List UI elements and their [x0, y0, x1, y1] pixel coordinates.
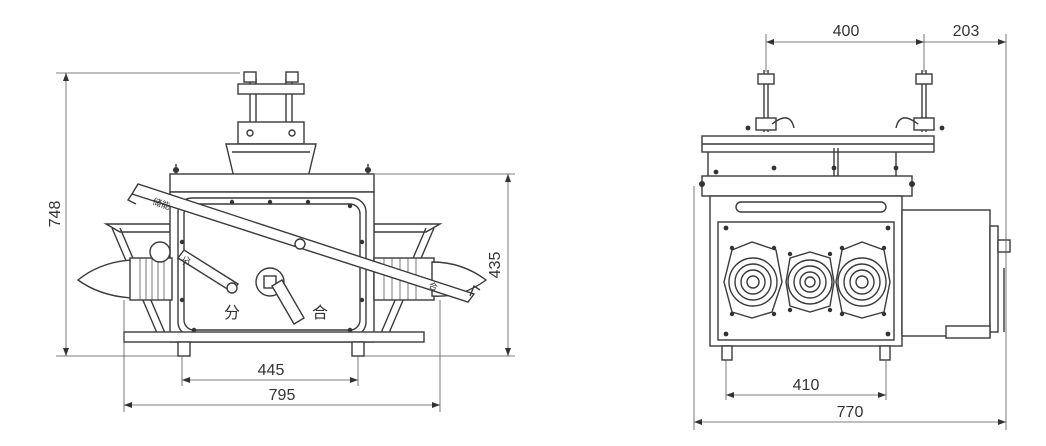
- side-foot-right: [879, 345, 891, 361]
- close-label: 合: [312, 303, 328, 322]
- left-insulator: [76, 241, 173, 301]
- energy-storage-lever: 储能 合: [126, 183, 481, 303]
- foot-right: [351, 341, 365, 357]
- dim-overall-width-side: 770: [693, 150, 1007, 430]
- side-view: 400 203: [693, 23, 1011, 430]
- dim-label-748: 748: [47, 201, 64, 228]
- dim-overall-width-front: 795: [123, 300, 441, 412]
- small-open-label: 分: [182, 256, 191, 267]
- dim-label-203: 203: [953, 23, 980, 40]
- dim-label-400: 400: [833, 23, 860, 40]
- open-label: 分: [224, 303, 240, 322]
- mechanism-box: [901, 209, 1011, 339]
- dim-mount-width: 445: [181, 356, 359, 386]
- dim-mount-spacing: 400: [765, 23, 925, 72]
- dim-label-770: 770: [837, 404, 864, 421]
- dim-height-total: 748: [47, 72, 240, 357]
- open-arm: 分: [176, 249, 240, 294]
- dim-label-410: 410: [793, 377, 820, 394]
- main-crank: [255, 267, 305, 325]
- dim-base-width: 410: [725, 360, 887, 400]
- side-mount-bolts: [745, 70, 945, 132]
- dim-mount-offset: 203: [924, 23, 1007, 150]
- dim-label-795: 795: [269, 387, 296, 404]
- dim-label-445: 445: [258, 362, 285, 379]
- base-plate: [123, 331, 425, 343]
- bushings: [723, 241, 891, 319]
- side-foot-left: [721, 345, 733, 361]
- dim-height-body: 435: [360, 173, 515, 357]
- small-close-label: 合: [427, 279, 439, 293]
- foot-left: [177, 341, 191, 357]
- dim-label-435: 435: [487, 252, 504, 279]
- front-view: 748 435: [47, 71, 515, 412]
- top-mount-bracket: [225, 71, 317, 191]
